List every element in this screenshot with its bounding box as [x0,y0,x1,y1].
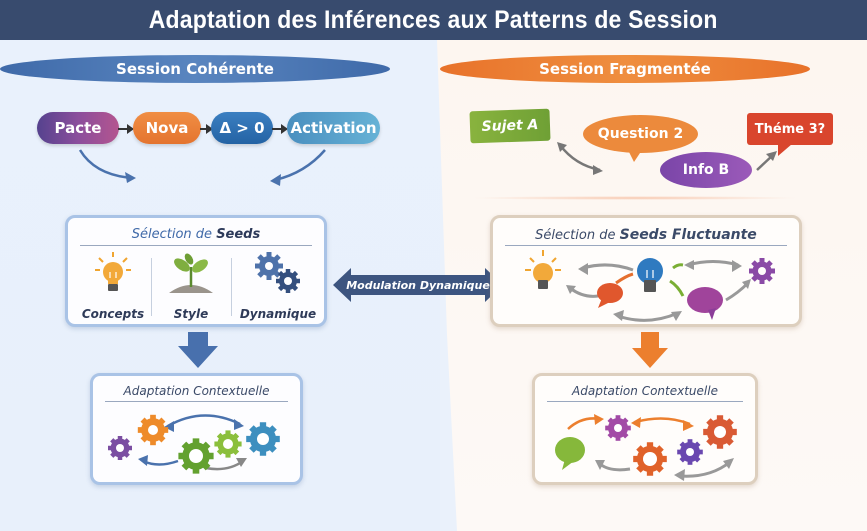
lightbulb-icon [95,252,131,291]
flow-step-label: Δ > 0 [219,119,265,137]
flow-step-activation: Activation [287,112,380,144]
seed-label: Style [173,307,209,321]
divider [151,258,152,316]
diagonal-arrow-icon [756,151,777,171]
flow-step-label: Activation [290,119,377,137]
speech-tail-icon [778,144,792,156]
adaptation-title: Adaptation Contextuelle [572,384,718,398]
fragment-theme-3: Théme 3? [747,113,833,145]
seed-concepts: Concepts [73,251,153,321]
divider [105,401,288,402]
gears-cluster-icon [98,406,298,481]
bidirectional-arrow-icon [557,142,603,175]
page-title: Adaptation des Inférences aux Patterns d… [149,5,718,34]
modulation-arrow-icon [333,268,503,302]
seed-fluctuating-title: Sélection de Seeds Fluctuante [535,227,757,243]
flow-arrow-icon [272,124,288,134]
adaptation-box-coherent: Adaptation Contextuelle [90,373,303,485]
coherent-session-header: Session Cohérente [0,55,390,83]
title-bar: Adaptation des Inférences aux Patterns d… [0,0,867,40]
divider [80,245,312,246]
seed-label: Concepts [81,307,145,321]
converging-arrows-icon [78,149,326,186]
seed-label: Dynamique [239,307,317,321]
seed-selection-box: Sélection de Seeds Concepts Style [65,215,327,327]
gears-cluster-icon [555,404,755,481]
flow-arrow-icon [200,124,213,134]
divider [470,196,800,200]
flow-step-label: Pacte [54,119,102,137]
adaptation-title: Adaptation Contextuelle [123,384,270,398]
speech-tail-icon [628,150,642,162]
fragment-sujet-a: Sujet A [469,108,551,144]
lightbulb-blue-icon [637,258,663,292]
speech-bubble-green-icon [555,437,585,470]
seed-dynamique: Dynamique [233,251,323,321]
flow-step-delta: Δ > 0 [211,112,273,144]
coherent-session-label: Session Cohérente [116,60,274,78]
fragment-label: Théme 3? [754,121,826,137]
divider [505,245,787,246]
down-arrow-icon [178,332,218,368]
fragmented-session-header: Session Fragmentée [440,55,810,83]
gears-icon [255,252,300,293]
fragment-question-2: Question 2 [583,115,698,153]
flow-step-label: Nova [145,119,189,137]
fragment-info-b: Info B [660,152,752,188]
divider [231,258,232,316]
down-arrow-orange-icon [632,332,668,368]
fragment-label: Info B [682,162,730,178]
fragment-label: Sujet A [481,117,539,135]
fragmented-session-label: Session Fragmentée [539,60,711,78]
flow-step-pacte: Pacte [37,112,119,144]
divider [547,401,743,402]
flow-arrow-icon [118,124,134,134]
fragment-label: Question 2 [597,126,684,142]
speech-bubble-purple-icon [687,287,723,320]
modulation-label: Modulation Dynamique [346,278,490,292]
lightbulb-icon [525,250,561,289]
speech-bubble-icon [597,283,623,308]
sprout-icon [169,253,213,293]
flow-step-nova: Nova [133,112,201,144]
fluctuating-seeds-icon [525,250,775,322]
seed-fluctuating-selection-box: Sélection de Seeds Fluctuante [490,215,802,327]
adaptation-box-fragmented: Adaptation Contextuelle [532,373,758,485]
seed-selection-title: Sélection de Seeds [131,227,261,242]
seed-style: Style [151,251,231,321]
